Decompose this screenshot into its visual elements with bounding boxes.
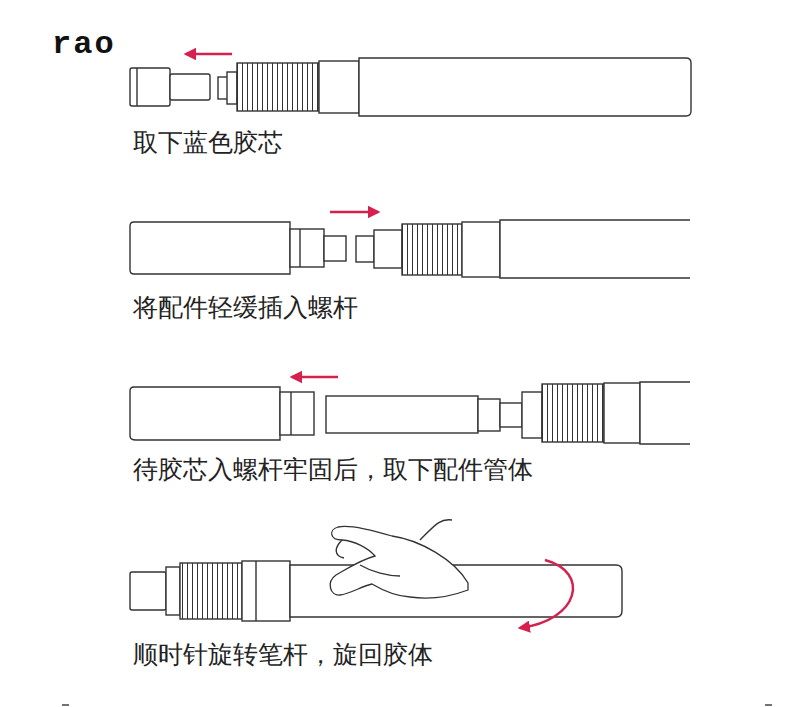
- step-caption: 顺时针旋转笔杆，旋回胶体: [133, 640, 433, 670]
- pen-step-1: [130, 54, 691, 116]
- hand: [330, 526, 468, 598]
- edge-mark: [62, 704, 69, 706]
- edge-mark: [765, 704, 772, 706]
- pen-step-3: [130, 377, 690, 444]
- pen-step-4: [130, 520, 622, 628]
- pen-step-2: [130, 212, 690, 278]
- watermark: rao: [52, 26, 116, 64]
- step-caption: 将配件轻缓插入螺杆: [133, 293, 358, 323]
- step-caption: 取下蓝色胶芯: [133, 128, 283, 158]
- step-caption: 待胶芯入螺杆牢固后，取下配件管体: [133, 455, 533, 485]
